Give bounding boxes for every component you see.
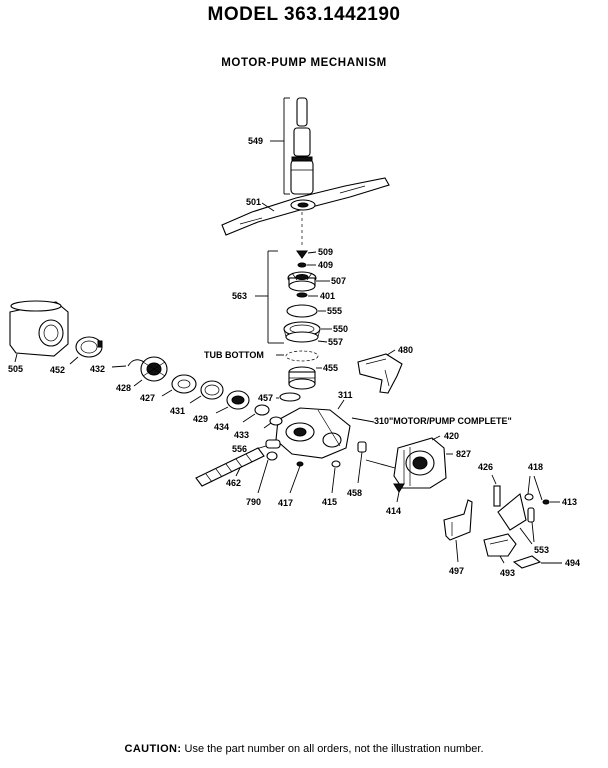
label-553: 553 (534, 545, 549, 555)
impeller-428[interactable] (140, 356, 168, 382)
screw-414[interactable] (393, 483, 405, 493)
bracket-418[interactable] (497, 493, 535, 531)
label-556: 556 (232, 444, 247, 454)
label-432: 432 (90, 364, 105, 374)
caution-text: Use the part number on all orders, not t… (181, 743, 484, 755)
nut-415[interactable] (331, 460, 341, 468)
label-433: 433 (234, 430, 249, 440)
wire-432[interactable] (127, 359, 145, 367)
spray-tower-549[interactable] (290, 97, 314, 195)
label-310: 310"MOTOR/PUMP COMPLETE" (374, 416, 512, 426)
label-427: 427 (140, 393, 155, 403)
label-418: 418 (528, 462, 543, 472)
label-480: 480 (398, 345, 413, 355)
shroud-480[interactable] (357, 353, 403, 394)
label-420: 420 (444, 431, 459, 441)
label-tub-bottom: TUB BOTTOM (204, 350, 264, 360)
label-557: 557 (328, 337, 343, 347)
caution-label: CAUTION: (124, 743, 182, 755)
screw-433[interactable] (269, 416, 283, 426)
clamp-452[interactable] (75, 336, 103, 358)
model-title: MODEL 363.1442190 (207, 4, 401, 25)
label-550: 550 (333, 324, 348, 334)
hub-507[interactable] (287, 271, 317, 292)
motor-310[interactable] (393, 437, 447, 489)
label-494: 494 (565, 558, 580, 568)
label-413: 413 (562, 497, 577, 507)
screw-509[interactable] (296, 250, 308, 259)
section-title: MOTOR-PUMP MECHANISM (221, 57, 387, 69)
switch-426[interactable] (493, 485, 501, 507)
label-457: 457 (258, 393, 273, 403)
washer-409[interactable] (297, 262, 307, 268)
label-462: 462 (226, 478, 241, 488)
label-428: 428 (116, 383, 131, 393)
screw-413[interactable] (542, 499, 550, 505)
label-555: 555 (327, 306, 342, 316)
housing-493[interactable] (483, 533, 517, 557)
label-401: 401 (320, 291, 335, 301)
seal-455[interactable] (288, 366, 316, 390)
nut-550[interactable] (283, 321, 321, 343)
label-434: 434 (214, 422, 229, 432)
label-827: 827 (456, 449, 471, 459)
label-497: 497 (449, 566, 464, 576)
washer-401[interactable] (296, 292, 308, 298)
label-414: 414 (386, 506, 401, 516)
label-415: 415 (322, 497, 337, 507)
plate-427[interactable] (171, 374, 197, 394)
clamp-790[interactable] (266, 451, 278, 461)
fitting-556[interactable] (265, 439, 281, 449)
label-790: 790 (246, 497, 261, 507)
label-409: 409 (318, 260, 333, 270)
disc-434[interactable] (254, 404, 270, 416)
hose-462[interactable] (195, 447, 265, 487)
spray-arm-501[interactable] (221, 177, 390, 236)
label-501: 501 (246, 197, 261, 207)
housing-505[interactable] (9, 300, 69, 357)
screw-417[interactable] (296, 461, 304, 467)
label-429: 429 (193, 414, 208, 424)
gasket-431[interactable] (200, 380, 224, 400)
label-549: 549 (248, 136, 263, 146)
label-426: 426 (478, 462, 493, 472)
bracket-497[interactable] (443, 499, 473, 541)
cover-494[interactable] (512, 555, 542, 569)
label-458: 458 (347, 488, 362, 498)
caution-note: CAUTION: Use the part number on all orde… (0, 743, 608, 755)
label-509: 509 (318, 247, 333, 257)
connector-458[interactable] (357, 441, 367, 453)
seal-429[interactable] (226, 390, 250, 410)
label-493: 493 (500, 568, 515, 578)
label-563: 563 (232, 291, 247, 301)
label-417: 417 (278, 498, 293, 508)
label-452: 452 (50, 365, 65, 375)
label-311: 311 (338, 390, 353, 400)
label-431: 431 (170, 406, 185, 416)
pump-housing-311[interactable] (275, 407, 351, 459)
ring-457[interactable] (279, 392, 301, 402)
label-455: 455 (323, 363, 338, 373)
label-505: 505 (8, 364, 23, 374)
label-507: 507 (331, 276, 346, 286)
gasket-555[interactable] (286, 304, 318, 318)
